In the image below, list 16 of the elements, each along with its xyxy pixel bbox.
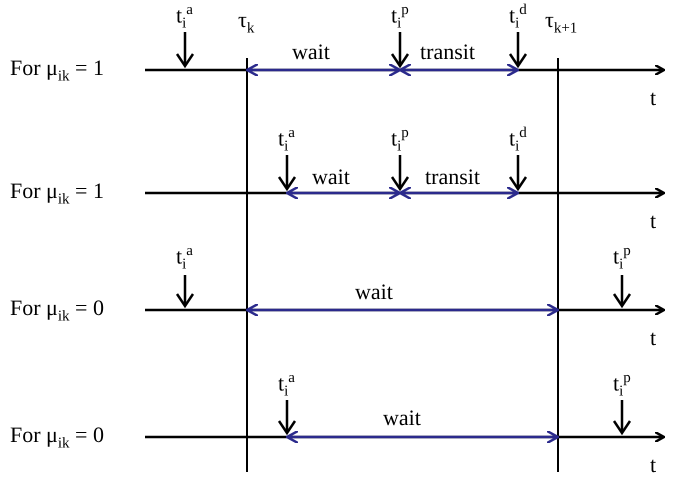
row-label: For μ$_{ik}$ = 0 [10, 296, 104, 325]
interval-label: transit [420, 40, 475, 64]
interval-label: wait [292, 40, 330, 64]
axis-label: t [650, 209, 656, 234]
interval-label: wait [383, 406, 421, 430]
axis-label: t [650, 453, 656, 478]
row-label: For μ$_{ik}$ = 1 [10, 179, 104, 208]
row-label: For μ$_{ik}$ = 1 [10, 56, 104, 85]
interval-label: wait [312, 165, 350, 190]
axis-label: t [650, 326, 656, 350]
interval-label: transit [425, 165, 480, 190]
time-label: τ$_{k+1}$ [545, 8, 578, 37]
time-label: τ$_{k}$ [238, 8, 254, 37]
axis-label: t [650, 86, 656, 110]
row-label: For μ$_{ik}$ = 0 [10, 423, 104, 452]
interval-label: wait [355, 280, 393, 304]
